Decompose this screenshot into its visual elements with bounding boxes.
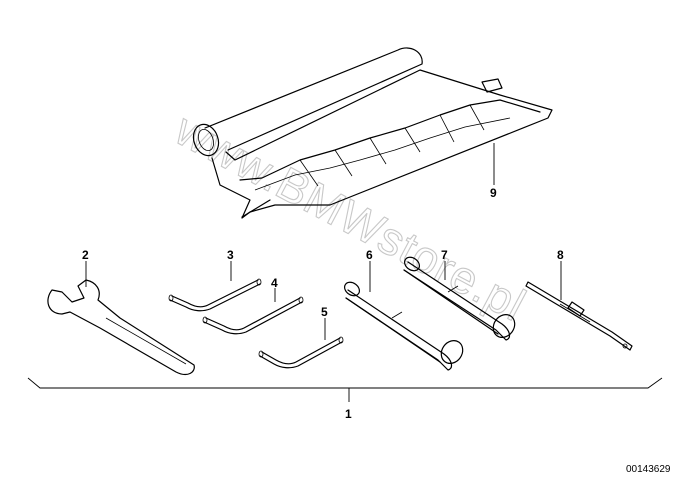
open-end-wrench bbox=[47, 279, 195, 376]
hex-key-3 bbox=[168, 278, 262, 312]
box-spanner-7 bbox=[403, 256, 516, 341]
callout-9: 9 bbox=[490, 186, 497, 200]
callout-4: 4 bbox=[271, 276, 278, 290]
callout-3: 3 bbox=[227, 248, 234, 262]
callout-6: 6 bbox=[366, 248, 373, 262]
hex-key-4 bbox=[202, 296, 304, 335]
hex-key-5 bbox=[258, 336, 344, 369]
callout-5: 5 bbox=[321, 305, 328, 319]
callout-7: 7 bbox=[441, 248, 448, 262]
box-spanner bbox=[343, 281, 464, 371]
callout-2: 2 bbox=[82, 248, 89, 262]
callout-1: 1 bbox=[345, 407, 352, 421]
watermark: www.BMWstore.pl bbox=[166, 102, 534, 331]
callout-8: 8 bbox=[557, 248, 564, 262]
tool-roll-bag bbox=[192, 47, 553, 219]
document-id: 00143629 bbox=[626, 464, 671, 475]
leader-lines bbox=[85, 143, 562, 340]
assembly-bracket bbox=[27, 377, 663, 402]
screwdriver bbox=[525, 281, 633, 351]
